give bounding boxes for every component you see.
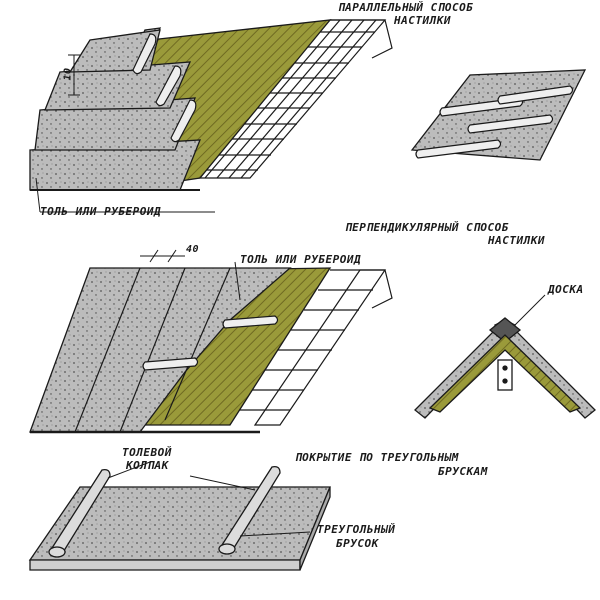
- label-tolevoy: толевой: [122, 446, 172, 459]
- label-pokrytie-2: брускам: [438, 465, 488, 478]
- label-brusok: брусок: [336, 537, 379, 550]
- label-doska: доска: [548, 283, 584, 296]
- triangular-battens-figure: [28, 461, 331, 571]
- label-kolpak: колпак: [126, 459, 169, 472]
- label-parallel-method-2: настилки: [394, 14, 451, 27]
- label-perpendicular-method: перпендикулярный способ: [345, 221, 509, 234]
- label-tol-top: толь или рубероид: [40, 205, 162, 218]
- label-parallel-method: параллельный способ: [338, 1, 474, 14]
- ridge-figure: [414, 294, 596, 419]
- label-tol-mid: толь или рубероид: [240, 253, 362, 266]
- perpendicular-large-figure: [29, 249, 393, 434]
- label-pokrytie: покрытие по треугольным: [295, 451, 459, 464]
- dimension-10: 10: [62, 67, 74, 81]
- parallel-laying-figure: [29, 19, 393, 213]
- perpendicular-small-figure: [410, 69, 587, 161]
- dimension-40: 40: [186, 244, 200, 255]
- label-perpendicular-method-2: настилки: [488, 234, 545, 247]
- label-treug: треугольный: [317, 523, 396, 536]
